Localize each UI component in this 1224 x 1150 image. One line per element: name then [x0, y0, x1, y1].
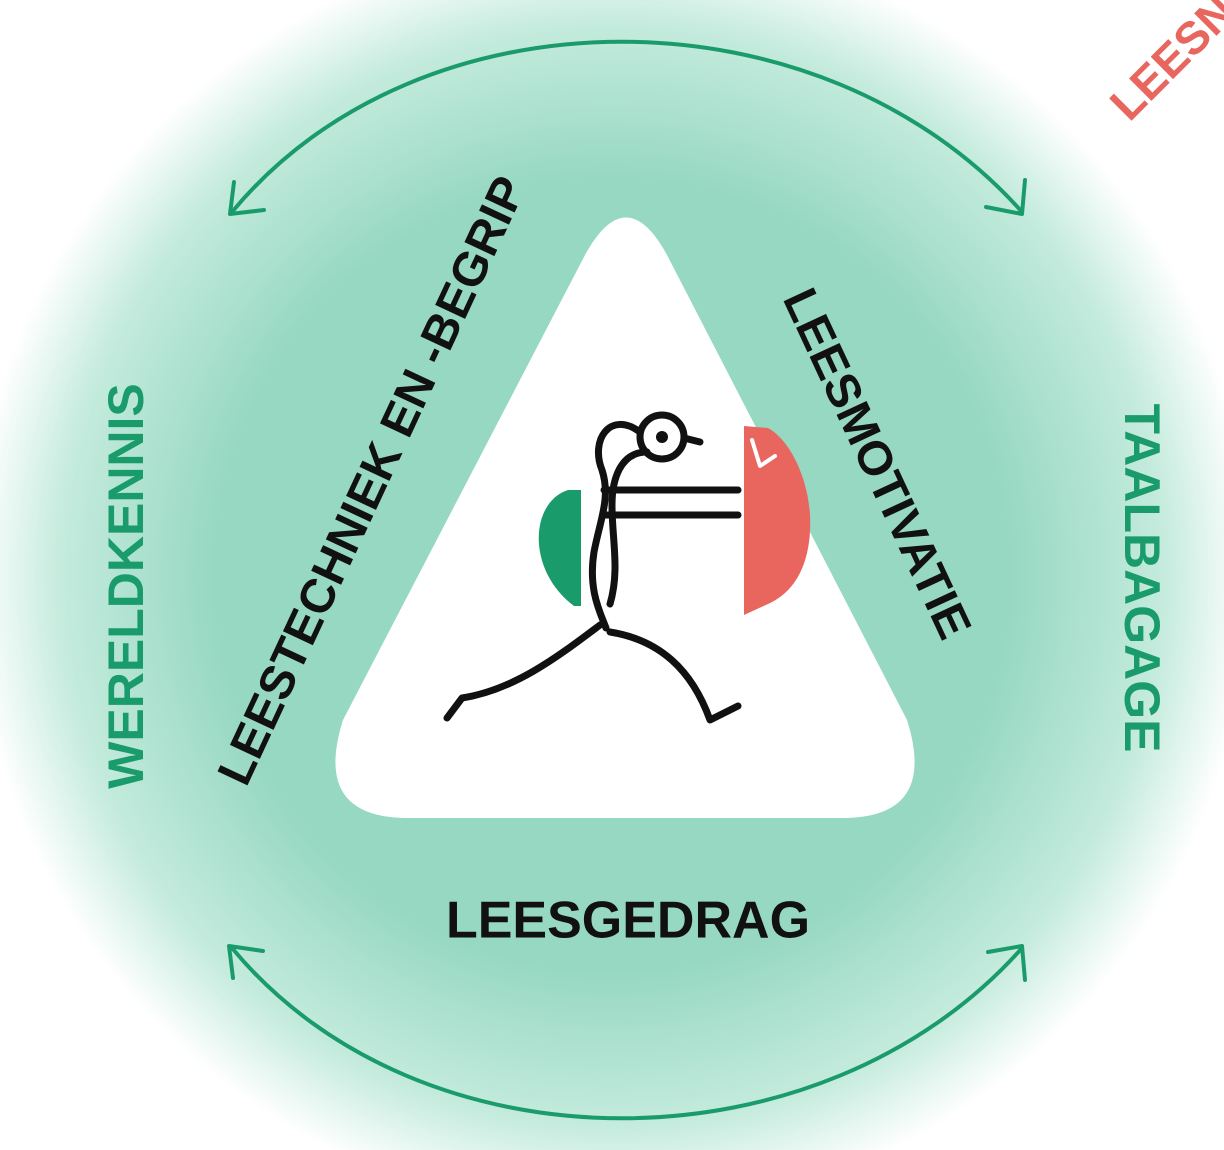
curved-arrow-top-icon	[228, 39, 1027, 216]
curved-arrow-bottom-icon	[227, 944, 1027, 1121]
label-leesgedrag: LEESGEDRAG	[446, 892, 810, 950]
runner-reading-book-icon	[443, 411, 811, 724]
label-wereldkennis: WERELDKENNIS	[98, 383, 154, 789]
label-taalbagage: TAALBAGAGE	[1114, 403, 1170, 752]
